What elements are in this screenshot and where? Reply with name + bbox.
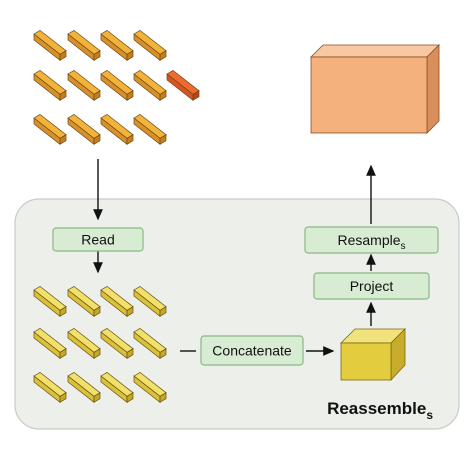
output-feature-map-block (310, 44, 440, 134)
input-token (100, 69, 134, 101)
input-token (100, 113, 134, 145)
resample-label: Resample (337, 232, 400, 248)
read-token (67, 285, 101, 317)
read-token (33, 371, 67, 403)
input-token (67, 29, 101, 61)
input-token (100, 29, 134, 61)
resample-subscript: s (401, 241, 406, 252)
input-token (67, 113, 101, 145)
project-box: Project (313, 272, 430, 300)
readout-token (166, 69, 200, 101)
read-label: Read (81, 232, 114, 248)
read-token (67, 327, 101, 359)
input-token-grid (33, 29, 200, 145)
project-label: Project (350, 278, 394, 294)
read-token (133, 285, 167, 317)
read-token (67, 371, 101, 403)
read-token (100, 285, 134, 317)
input-token (33, 29, 67, 61)
read-token (100, 371, 134, 403)
input-token (67, 69, 101, 101)
concatenated-feature-block (340, 328, 406, 382)
read-token (133, 371, 167, 403)
resample-label-group: Resamples (337, 232, 405, 252)
resample-box: Resamples (304, 226, 439, 254)
read-box: Read (52, 227, 144, 252)
concatenate-label: Concatenate (212, 343, 292, 359)
read-token (133, 327, 167, 359)
concatenate-box: Concatenate (200, 335, 304, 366)
module-title-text: Reassemble (327, 399, 426, 418)
read-token (100, 327, 134, 359)
module-title: Reassembles (327, 399, 433, 422)
module-title-subscript: s (426, 408, 433, 422)
input-token (33, 69, 67, 101)
read-token (33, 285, 67, 317)
input-token (33, 113, 67, 145)
input-token (133, 113, 167, 145)
read-token (33, 327, 67, 359)
read-token-grid (33, 285, 167, 403)
input-token (133, 29, 167, 61)
input-token (133, 69, 167, 101)
